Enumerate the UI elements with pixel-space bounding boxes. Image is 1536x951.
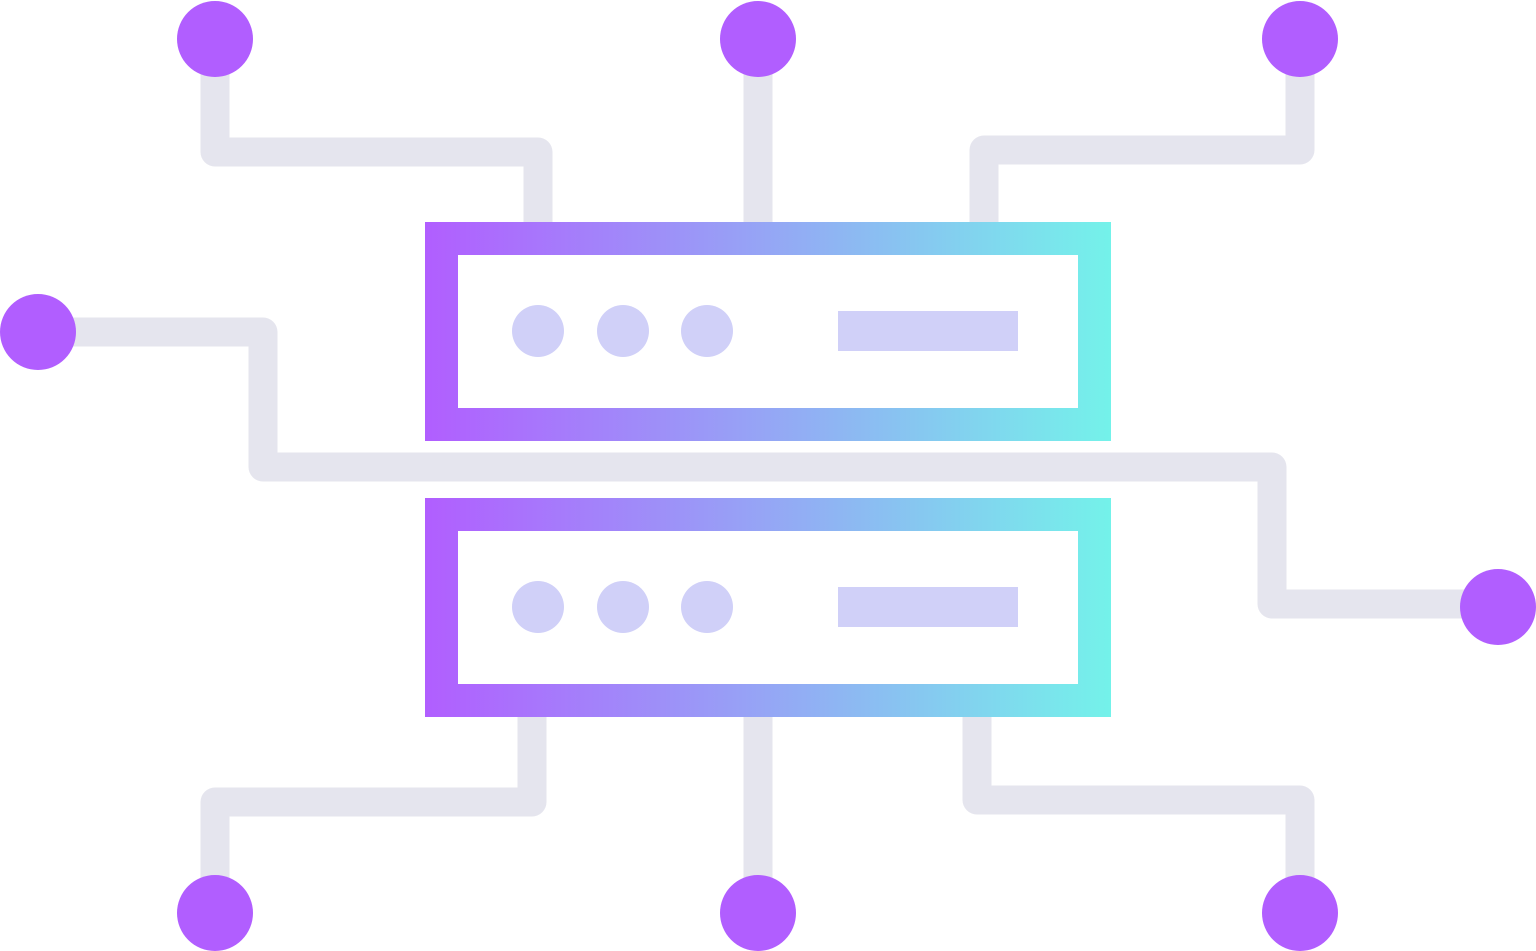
indicator-light [597,581,649,633]
indicator-light [597,305,649,357]
connector-left-to-right [38,317,1498,619]
indicator-light [512,305,564,357]
network-node [177,1,253,77]
indicator-light [681,581,733,633]
connector-top-left [200,40,553,222]
network-node [177,875,253,951]
drive-slot [838,587,1018,627]
connector-lines [38,40,1498,913]
connector-bottom-left [200,716,547,913]
connector-top-right [969,40,1315,222]
indicator-light [512,581,564,633]
server-unit-top [425,222,1111,441]
indicator-light [681,305,733,357]
network-node [1262,1,1338,77]
network-node [1460,569,1536,645]
network-node [1262,875,1338,951]
server-unit-bottom [425,498,1111,717]
drive-slot [838,311,1018,351]
connector-bottom-right [962,716,1315,913]
network-node [0,294,76,370]
network-node [720,1,796,77]
network-node [720,875,796,951]
